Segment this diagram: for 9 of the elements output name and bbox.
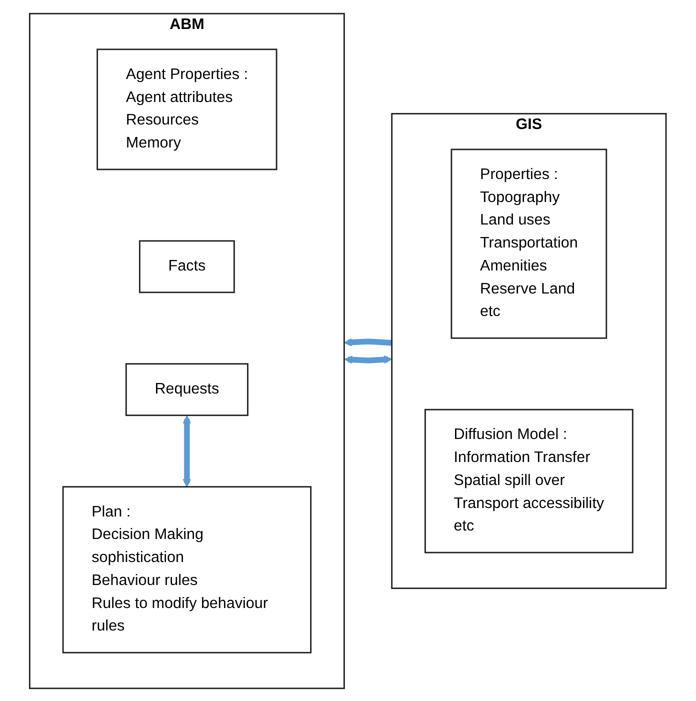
arrow [182,414,192,487]
node-box: Plan : Decision Making sophistication Behaviour rules Rules to modify behaviour rules [62,486,312,653]
node-box: Facts [139,240,236,293]
node-box: Diffusion Model : Information Transfer Spatial spill over Transport accessibility etc [424,408,634,553]
node-box: Agent Properties : Agent attributes Resources Memory [96,48,278,170]
arrow [344,354,392,364]
node-box: Requests [126,362,249,416]
node-box: Properties : Topography Land uses Transportation Amenities Reserve Land etc [450,148,608,338]
arrow [344,338,392,346]
